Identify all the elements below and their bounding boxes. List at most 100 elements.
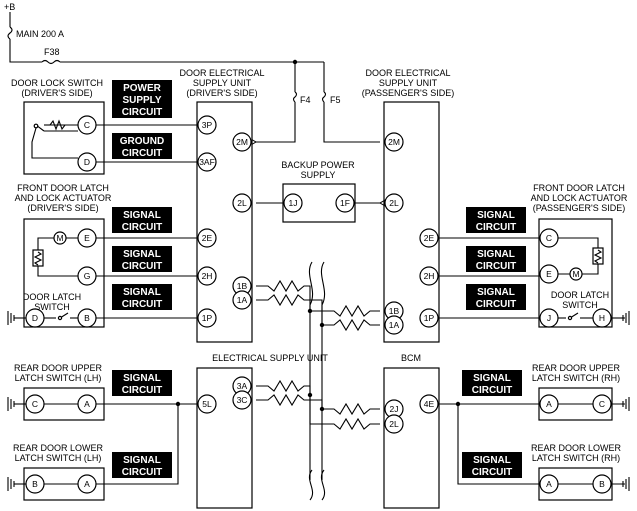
svg-text:1A: 1A (389, 320, 400, 330)
svg-text:D: D (32, 313, 38, 323)
pin-flp-h (592, 308, 612, 328)
svg-text:SIGNAL: SIGNAL (473, 373, 511, 384)
main-wire (9, 39, 42, 63)
pin-1p-left (197, 308, 217, 328)
svg-text:M: M (572, 269, 579, 279)
svg-text:2J: 2J (390, 404, 399, 414)
svg-text:SIGNAL: SIGNAL (123, 373, 161, 384)
svg-text:A: A (546, 479, 552, 489)
f38-fuse-symbol (41, 59, 61, 65)
pin-4e (419, 394, 439, 414)
pin-3af (197, 152, 217, 172)
pin-fld-g (77, 266, 97, 286)
bcm-title: BCM (401, 353, 421, 363)
svg-text:SIGNAL: SIGNAL (123, 287, 161, 298)
svg-text:1J: 1J (289, 198, 298, 208)
svg-text:2H: 2H (424, 271, 435, 281)
pin-2e-left (197, 228, 217, 248)
pin-2l-bcm (384, 414, 404, 434)
svg-text:CIRCUIT: CIRCUIT (472, 385, 513, 396)
svg-text:2L: 2L (389, 198, 399, 208)
main-fuse-label: MAIN 200 A (16, 29, 64, 39)
pin-2e-right (419, 228, 439, 248)
desu-pass-title-2: SUPPLY UNIT (379, 78, 438, 88)
f4-label: F4 (300, 95, 311, 105)
desu-driver-title-2: SUPPLY UNIT (193, 78, 252, 88)
pin-fld-e (77, 228, 97, 248)
svg-text:CIRCUIT: CIRCUIT (476, 261, 517, 272)
svg-text:3P: 3P (202, 120, 213, 130)
rear-lower-rh-title-1: REAR DOOR LOWER (531, 443, 622, 453)
svg-text:3C: 3C (237, 395, 248, 405)
svg-text:1B: 1B (237, 281, 248, 291)
pin-2m-left (232, 132, 252, 152)
svg-text:2E: 2E (424, 233, 435, 243)
svg-text:CIRCUIT: CIRCUIT (122, 222, 163, 233)
svg-text:CIRCUIT: CIRCUIT (472, 467, 513, 478)
svg-text:H: H (599, 313, 605, 323)
desu-pass-title-3: (PASSENGER'S SIDE) (362, 88, 455, 98)
svg-text:1A: 1A (237, 295, 248, 305)
signal-circuit-badge-7: SIGNAL CIRCUIT (112, 370, 172, 396)
pin-1j (283, 193, 303, 213)
rear-upper-lh-title-1: REAR DOOR UPPER (14, 363, 103, 373)
svg-text:D: D (84, 157, 90, 167)
front-latch-driver-title-3: (DRIVER'S SIDE) (27, 203, 98, 213)
svg-text:CIRCUIT: CIRCUIT (122, 467, 163, 478)
svg-text:GROUND: GROUND (120, 136, 164, 147)
svg-text:1F: 1F (340, 198, 350, 208)
rear-upper-rh-title-2: LATCH SWITCH (RH) (532, 373, 620, 383)
f38-label: F38 (44, 47, 60, 57)
battery-label: +B (4, 2, 15, 12)
door-lock-switch-box (23, 101, 105, 175)
svg-text:CIRCUIT: CIRCUIT (476, 222, 517, 233)
signal-circuit-badge-10: SIGNAL CIRCUIT (462, 452, 522, 478)
svg-text:2M: 2M (236, 137, 248, 147)
front-latch-pass-title-2: AND LOCK ACTUATOR (531, 193, 628, 203)
svg-text:1P: 1P (202, 313, 213, 323)
svg-text:C: C (546, 233, 552, 243)
bcm-box (383, 367, 440, 509)
door-latch-switch-driver-2: SWITCH (34, 302, 70, 312)
front-latch-pass-title-1: FRONT DOOR LATCH (533, 183, 625, 193)
svg-text:A: A (546, 399, 552, 409)
desu-pass-title-1: DOOR ELECTRICAL (365, 68, 450, 78)
f5-fuse-symbol (321, 91, 327, 103)
dls-resistor (49, 119, 66, 131)
svg-text:SIGNAL: SIGNAL (477, 249, 515, 260)
pin-2h-right (419, 266, 439, 286)
pin-1a-right (384, 315, 404, 335)
svg-text:4E: 4E (424, 399, 435, 409)
front-latch-pass-title-3: (PASSENGER'S SIDE) (533, 203, 626, 213)
pin-rur-c (592, 394, 612, 414)
desu-driver-title-1: DOOR ELECTRICAL (179, 68, 264, 78)
f4-to-2m-wire (249, 102, 296, 146)
svg-text:2L: 2L (389, 419, 399, 429)
signal-circuit-badge-1: SIGNAL CIRCUIT (112, 207, 172, 233)
pin-dls-d (77, 152, 97, 172)
desu-driver-title-3: (DRIVER'S SIDE) (186, 88, 257, 98)
rear-lower-lh-title-2: LATCH SWITCH (LH) (15, 453, 102, 463)
svg-text:CIRCUIT: CIRCUIT (122, 385, 163, 396)
power-supply-circuit-badge: POWER SUPPLY CIRCUIT (112, 80, 172, 118)
svg-text:CIRCUIT: CIRCUIT (122, 148, 163, 159)
pin-1a-left (232, 290, 252, 310)
door-lock-switch-title-2: (DRIVER'S SIDE) (21, 88, 92, 98)
pin-3c (232, 390, 252, 410)
pin-rlr-a (539, 474, 559, 494)
svg-text:C: C (32, 399, 38, 409)
door-latch-switch-driver-1: DOOR LATCH (23, 292, 81, 302)
pin-fld-b (77, 308, 97, 328)
pin-fld-d (25, 308, 45, 328)
pin-2l-left (232, 193, 252, 213)
f4-fuse-symbol (292, 91, 298, 103)
flp-motor-icon (569, 267, 583, 281)
svg-text:SUPPLY: SUPPLY (122, 95, 161, 106)
pin-labels: C D E G D B 3P 3AF 2E 2H 1P 2M 2L 1B 1A … (25, 115, 612, 494)
door-latch-switch-pass-1: DOOR LATCH (551, 290, 609, 300)
signal-circuit-badge-3: SIGNAL CIRCUIT (112, 284, 172, 310)
f5-label: F5 (330, 95, 341, 105)
svg-text:2M: 2M (388, 137, 400, 147)
backup-title-1: BACKUP POWER (281, 160, 355, 170)
svg-text:B: B (32, 479, 38, 489)
